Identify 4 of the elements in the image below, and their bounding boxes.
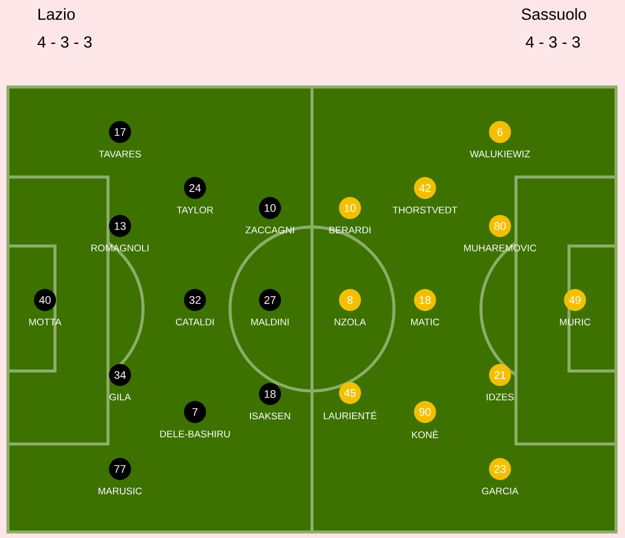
team-heading: 4 - 3 - 3 (526, 36, 580, 48)
team-heading: 4 - 3 - 3 (38, 36, 92, 48)
team-heading: Lazio (38, 8, 75, 20)
team-heading: Sassuolo (522, 8, 586, 20)
